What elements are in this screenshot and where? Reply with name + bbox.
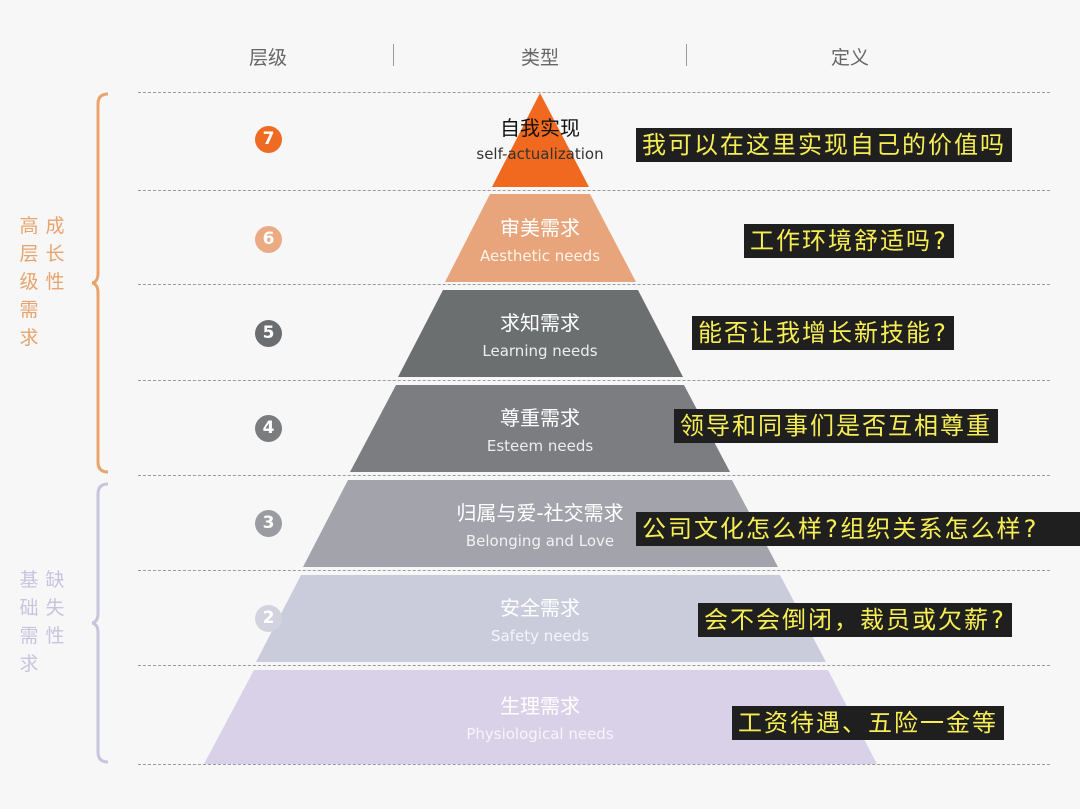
high-char: 长 (45, 243, 65, 265)
tier-label-4: 尊重需求 Esteem needs (380, 406, 700, 456)
base-level-label-col2: 缺 失 性 (45, 566, 65, 650)
pyramid-tier-6 (445, 194, 636, 282)
definition-1: 工资待遇、五险一金等 (732, 706, 1004, 740)
pyramid-tier-2 (256, 575, 826, 662)
row-divider (138, 284, 1050, 285)
tier-title: 审美需求 (500, 216, 580, 240)
high-char: 高 (19, 215, 39, 237)
row-divider (138, 475, 1050, 476)
level-circle-2: 2 (255, 605, 282, 632)
level-circle-7: 7 (255, 126, 282, 153)
level-circle-4: 4 (255, 415, 282, 442)
high-char: 需 (19, 299, 39, 321)
definition-4: 领导和同事们是否互相尊重 (674, 409, 998, 443)
tier-subtitle: Safety needs (490, 627, 590, 645)
high-char: 层 (19, 243, 39, 265)
base-char: 需 (19, 625, 39, 647)
pyramid-tier-7 (492, 93, 589, 187)
tier-subtitle: Physiological needs (466, 725, 614, 743)
pyramid-tier-5 (398, 290, 683, 377)
base-char: 缺 (45, 569, 65, 591)
row-divider (138, 665, 1050, 666)
row-divider (138, 92, 1050, 93)
header-divider (393, 44, 394, 66)
level-circle-6: 6 (255, 226, 282, 253)
row-divider (138, 764, 1050, 765)
definition-3: 公司文化怎么样?组织关系怎么样? (636, 512, 1080, 546)
tier-title: 安全需求 (500, 596, 580, 620)
tier-title: 归属与爱-社交需求 (456, 501, 624, 525)
tier-subtitle: Esteem needs (486, 437, 594, 455)
tier-label-5: 求知需求 Learning needs (380, 311, 700, 361)
high-char: 成 (45, 215, 65, 237)
row-divider (138, 570, 1050, 571)
tier-label-2: 安全需求 Safety needs (380, 596, 700, 646)
high-char: 求 (19, 327, 39, 349)
high-level-label-col1: 高 层 级 需 求 (19, 212, 39, 352)
base-char: 基 (19, 569, 39, 591)
tier-label-3: 归属与爱-社交需求 Belonging and Love (380, 501, 700, 551)
base-char: 性 (45, 625, 65, 647)
high-char: 性 (45, 271, 65, 293)
definition-6: 工作环境舒适吗? (744, 224, 955, 258)
tier-title: 求知需求 (500, 311, 580, 335)
level-circle-5: 5 (255, 320, 282, 347)
tier-title: 生理需求 (500, 694, 580, 718)
tier-label-7: 自我实现 self-actualization (380, 116, 700, 164)
tier-title: 尊重需求 (500, 406, 580, 430)
tier-subtitle: Learning needs (482, 342, 598, 360)
row-divider (138, 380, 1050, 381)
tier-subtitle: Belonging and Love (465, 532, 615, 550)
pyramid-tier-1 (204, 670, 877, 764)
high-level-bracket (92, 92, 122, 474)
definition-5: 能否让我增长新技能? (692, 316, 955, 350)
base-char: 失 (45, 597, 65, 619)
base-char: 求 (19, 653, 39, 675)
header-definition: 定义 (830, 47, 869, 69)
base-level-label-col1: 基 础 需 求 (19, 566, 39, 678)
header-type: 类型 (520, 47, 559, 69)
base-level-bracket (92, 482, 122, 764)
high-level-label-col2: 成 长 性 (45, 212, 65, 296)
level-circle-3: 3 (255, 510, 282, 537)
definition-2: 会不会倒闭，裁员或欠薪? (698, 603, 1013, 637)
row-divider (138, 190, 1050, 191)
definition-7: 我可以在这里实现自己的价值吗 (636, 128, 1012, 162)
header-level: 层级 (248, 47, 287, 69)
high-char: 级 (19, 271, 39, 293)
tier-label-6: 审美需求 Aesthetic needs (380, 216, 700, 266)
tier-subtitle: Aesthetic needs (479, 247, 601, 265)
header-divider (686, 44, 687, 66)
tier-subtitle: self-actualization (476, 145, 604, 163)
tier-title: 自我实现 (500, 116, 580, 140)
pyramid-tier-4 (350, 385, 730, 472)
base-char: 础 (19, 597, 39, 619)
tier-label-1: 生理需求 Physiological needs (380, 694, 700, 744)
